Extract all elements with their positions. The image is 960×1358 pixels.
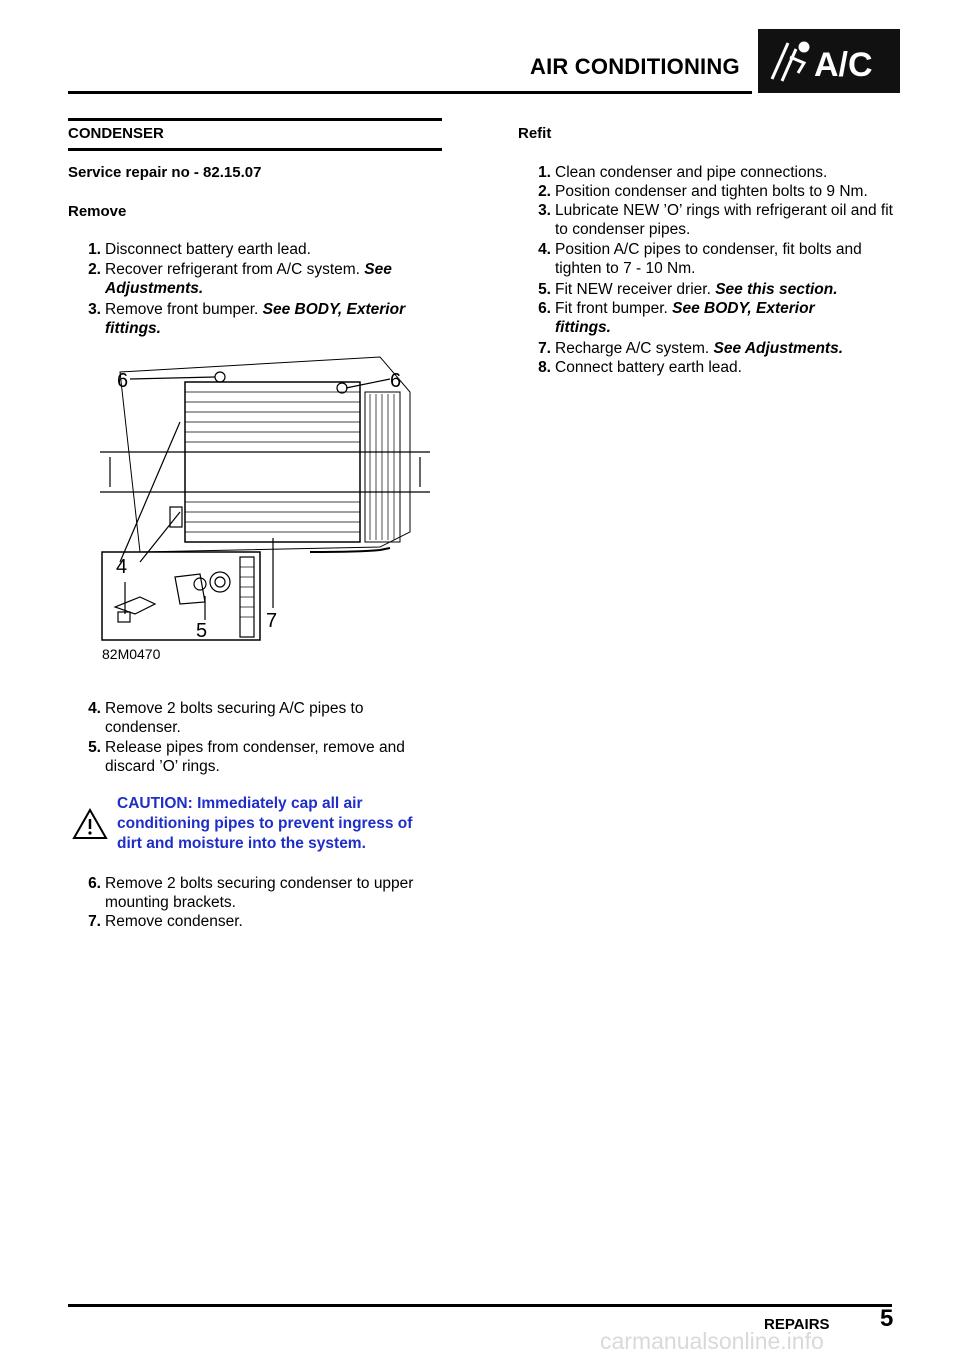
remove-step-6: 6. Remove 2 bolts securing condenser to … (88, 875, 414, 911)
header-rule (68, 91, 752, 94)
figure-code: 82M0470 (102, 646, 161, 662)
callout-7: 7 (266, 610, 277, 632)
remove-step-5: 5. Release pipes from condenser, remove … (88, 739, 405, 775)
cross-reference: See BODY, Exterior fittings. (555, 300, 815, 336)
warning-triangle-icon (72, 807, 108, 840)
watermark: carmanualsonline.info (600, 1328, 824, 1354)
cross-reference: See Adjustments. (713, 340, 844, 357)
remove-step-4: 4. Remove 2 bolts securing A/C pipes to … (88, 700, 364, 736)
callout-5: 5 (196, 620, 207, 642)
page-number: 5 (880, 1305, 894, 1332)
ac-section-logo: A/C (758, 29, 900, 93)
airflow-person-icon (770, 41, 810, 82)
footer-section-label: REPAIRS (764, 1316, 830, 1333)
caution-note: CAUTION: Immediately cap all air conditi… (117, 795, 413, 852)
service-repair-number: Service repair no - 82.15.07 (68, 164, 262, 181)
cross-reference: See this section. (715, 281, 838, 298)
callout-4: 4 (116, 556, 127, 578)
callout-6-right: 6 (390, 370, 401, 392)
page-header-title: AIR CONDITIONING (530, 54, 740, 79)
remove-step-2: 2. Recover refrigerant from A/C system. … (88, 261, 392, 297)
section-bottom-rule (68, 148, 442, 151)
cross-reference: See Adjustments. (105, 261, 392, 297)
refit-step-6: 6. Fit front bumper. See BODY, Exterior … (538, 300, 815, 336)
cross-reference: See BODY, Exterior fittings. (105, 301, 406, 337)
logo-text: A/C (814, 46, 873, 84)
remove-heading: Remove (68, 203, 127, 220)
callout-6-left: 6 (117, 370, 128, 392)
refit-step-4: 4. Position A/C pipes to condenser, fit … (538, 241, 862, 277)
refit-step-3: 3. Lubricate NEW ’O’ rings with refriger… (538, 202, 893, 238)
refit-heading: Refit (518, 125, 552, 142)
section-top-rule (68, 118, 442, 121)
condenser-illustration: 6 6 4 5 7 (80, 352, 440, 642)
section-title: CONDENSER (68, 125, 164, 142)
footer-rule (68, 1304, 892, 1307)
remove-step-3: 3. Remove front bumper. See BODY, Exteri… (88, 301, 406, 337)
